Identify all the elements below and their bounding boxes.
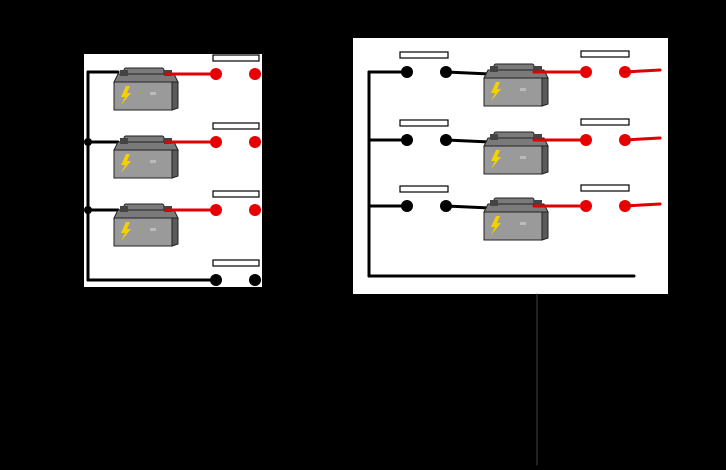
battery-post-negative [490,200,498,206]
terminal-icon [580,200,592,212]
battery-badge [520,88,526,91]
label-bar-icon [212,259,260,267]
battery-side [541,77,549,107]
positive-output-lead [623,202,662,208]
battery-icon [113,135,179,179]
lightning-bolt-icon [121,222,131,241]
junction-dot [84,138,92,146]
battery-badge [150,228,156,231]
lightning-bolt-icon [491,216,501,235]
battery-negative-wire [444,70,492,76]
label-bar-icon [399,185,449,193]
terminal-icon [580,134,592,146]
terminal-icon [210,68,222,80]
battery-negative-wire [444,204,492,210]
battery-post-negative [490,66,498,72]
battery-icon [113,67,179,111]
battery-negative-wire [444,138,492,144]
terminal-icon [249,204,261,216]
positive-output-lead [623,68,662,74]
terminal-icon [401,66,413,78]
terminal-icon [401,134,413,146]
label-bar-icon [212,122,260,130]
terminal-icon [249,136,261,148]
terminal-icon [210,204,222,216]
label-bar-icon [580,184,630,192]
lightning-bolt-icon [491,82,501,101]
battery-icon [483,131,549,175]
battery-post-positive [534,66,542,72]
label-bar-icon [212,190,260,198]
label-bar-icon [399,51,449,59]
panel-parallel-individual-leads [353,38,668,294]
terminal-icon [249,68,261,80]
battery-side [171,217,179,247]
lightning-bolt-icon [121,86,131,105]
battery-post-positive [534,134,542,140]
terminal-icon [210,274,222,286]
battery-side [541,211,549,241]
battery-post-positive [534,200,542,206]
battery-badge [520,222,526,225]
terminal-icon [249,274,261,286]
label-bar-icon [580,118,630,126]
panel-parallel-common-bus [84,54,262,287]
battery-post-negative [120,70,128,76]
battery-post-negative [490,134,498,140]
battery-badge [520,156,526,159]
battery-post-negative [120,206,128,212]
label-bar-icon [399,119,449,127]
positive-output-lead [623,136,662,142]
lightning-bolt-icon [491,150,501,169]
battery-icon [483,197,549,241]
lightning-bolt-icon [121,154,131,173]
junction-dot [84,206,92,214]
battery-side [541,145,549,175]
battery-side [171,149,179,179]
battery-badge [150,92,156,95]
battery-badge [150,160,156,163]
label-bar-icon [212,54,260,62]
terminal-icon [401,200,413,212]
label-bar-icon [580,50,630,58]
terminal-icon [580,66,592,78]
battery-side [171,81,179,111]
terminal-icon [210,136,222,148]
battery-post-negative [120,138,128,144]
battery-icon [483,63,549,107]
